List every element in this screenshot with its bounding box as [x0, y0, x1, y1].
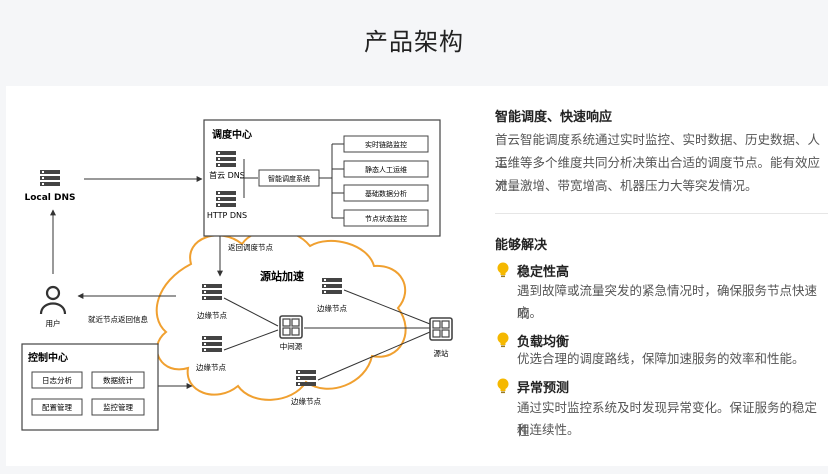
control-item-label: 日志分析 — [42, 375, 72, 385]
http-dns-icon — [216, 191, 236, 207]
middle-source-icon — [279, 315, 303, 339]
control-item-box — [31, 398, 83, 416]
feature-title: 稳定性高 — [517, 265, 570, 280]
dispatch-center-title: 调度中心 — [212, 128, 252, 141]
edge-node-label: 边缘节点 — [291, 396, 321, 406]
section2-title: 能够解决 — [495, 238, 548, 253]
page-title: 产品架构 — [364, 28, 464, 56]
edge-node-icon — [322, 278, 342, 294]
section1-line: 首云智能调度系统通过实时监控、实时数据、历史数据、人工 — [495, 132, 821, 170]
divider — [495, 213, 828, 214]
origin-label: 源站 — [434, 348, 449, 358]
feature-desc: 应。 — [517, 305, 543, 320]
section1-line: 运维等多个维度共同分析决策出合适的调度节点。能有效应对 — [495, 155, 821, 193]
return-edge-label: 就近节点返回信息 — [88, 314, 148, 324]
shouyun-dns-icon — [216, 151, 236, 167]
middle-source-label: 中间源 — [280, 341, 303, 351]
control-item-box — [91, 371, 145, 389]
feature-desc: 遇到故障或流量突发的紧急情况时，确保服务节点快速响 — [517, 283, 818, 321]
feature-title: 负载均衡 — [517, 335, 570, 350]
connector — [317, 331, 431, 381]
user-label: 用户 — [46, 318, 61, 328]
dispatch-item-box — [343, 160, 429, 178]
local-dns-icon — [40, 170, 60, 186]
section1-line: 流量激增、带宽增高、机器压力大等突发情况。 — [495, 178, 758, 193]
dispatch-item-box — [343, 184, 429, 202]
edge-node-icon — [202, 284, 222, 300]
control-item-label: 配置管理 — [42, 402, 72, 412]
edge-node-label: 边缘节点 — [197, 310, 227, 320]
lightbulb-icon — [497, 332, 509, 348]
lightbulb-icon — [497, 378, 509, 394]
dispatch-item-label: 节点状态监控 — [365, 214, 407, 223]
return-node-label: 返回调度节点 — [228, 242, 273, 252]
control-item-box — [31, 371, 83, 389]
connector — [223, 329, 279, 351]
dispatch-item-label: 基础数据分析 — [365, 189, 407, 198]
local-dns-label: Local DNS — [24, 193, 75, 203]
shouyun-dns-label: 首云 DNS — [209, 170, 245, 180]
lightbulb-icon — [497, 262, 509, 278]
origin-icon — [429, 317, 453, 341]
edge-node-label: 边缘节点 — [317, 303, 347, 313]
dispatch-item-box — [343, 209, 429, 227]
architecture-diagram: Local DNS 调度中心 首云 DNS HTTP DNS 智能调度系统 实时… — [21, 119, 453, 431]
edge-node-icon — [296, 370, 316, 386]
http-dns-label: HTTP DNS — [207, 211, 247, 220]
edge-node-label: 边缘节点 — [196, 362, 226, 372]
smart-system-label: 智能调度系统 — [268, 174, 310, 183]
user-icon — [39, 285, 67, 315]
control-item-label: 监控管理 — [103, 402, 133, 412]
dispatch-item-box — [343, 135, 429, 153]
edge-node-icon — [202, 336, 222, 352]
connector — [223, 297, 279, 327]
feature-desc: 优选合理的调度路线，保障加速服务的效率和性能。 — [517, 351, 805, 366]
connector — [343, 289, 431, 325]
section1-title: 智能调度、快速响应 — [495, 110, 613, 125]
control-item-label: 数据统计 — [103, 375, 133, 385]
feature-desc: 通过实时监控系统及时发现异常变化。保证服务的稳定性 — [517, 400, 818, 438]
feature-title: 异常预测 — [517, 381, 570, 396]
dispatch-item-label: 静态人工运维 — [365, 165, 407, 174]
info-panel: 智能调度、快速响应 首云智能调度系统通过实时监控、实时数据、历史数据、人工 运维… — [495, 86, 828, 466]
cloud-title: 源站加速 — [260, 269, 304, 283]
architecture-card: Local DNS 调度中心 首云 DNS HTTP DNS 智能调度系统 实时… — [6, 86, 828, 466]
control-center-title: 控制中心 — [28, 351, 68, 364]
dispatch-item-label: 实时链路监控 — [365, 140, 407, 149]
cloud-shape — [155, 229, 407, 401]
control-item-box — [91, 398, 145, 416]
feature-desc: 和连续性。 — [517, 422, 580, 437]
